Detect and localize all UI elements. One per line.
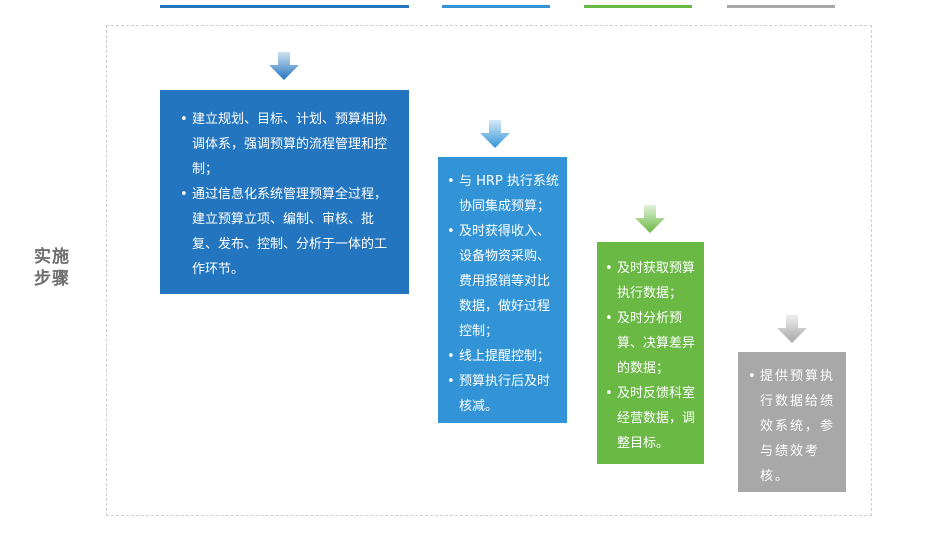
stage4-list: 提供预算执行数据给绩效系统，参与绩效考核。 xyxy=(748,364,840,489)
side-label: 实施 步骤 xyxy=(34,246,78,290)
down-arrow-icon xyxy=(777,315,807,343)
list-item: 及时获取预算执行数据； xyxy=(605,256,698,306)
stage3-top-bar xyxy=(584,5,692,8)
stage4-top-bar xyxy=(727,5,835,8)
list-item: 预算执行后及时核减。 xyxy=(447,369,559,419)
list-item: 及时反馈科室经营数据，调整目标。 xyxy=(605,381,698,456)
down-arrow-icon xyxy=(635,205,665,233)
list-item: 及时分析预算、决算差异的数据； xyxy=(605,306,698,381)
list-item: 及时获得收入、设备物资采购、费用报销等对比数据，做好过程控制； xyxy=(447,219,559,344)
stage2-top-bar xyxy=(442,5,550,8)
stage3-list: 及时获取预算执行数据； 及时分析预算、决算差异的数据； 及时反馈科室经营数据，调… xyxy=(605,256,698,456)
list-item: 建立规划、目标、计划、预算相协调体系，强调预算的流程管理和控制； xyxy=(180,107,395,182)
list-item: 与 HRP 执行系统协同集成预算； xyxy=(447,169,559,219)
stage2-box: 与 HRP 执行系统协同集成预算； 及时获得收入、设备物资采购、费用报销等对比数… xyxy=(438,157,567,423)
side-label-line2: 步骤 xyxy=(34,269,70,289)
stage3-box: 及时获取预算执行数据； 及时分析预算、决算差异的数据； 及时反馈科室经营数据，调… xyxy=(597,242,704,464)
down-arrow-icon xyxy=(269,52,299,80)
side-label-line1: 实施 xyxy=(34,247,70,267)
stage1-list: 建立规划、目标、计划、预算相协调体系，强调预算的流程管理和控制； 通过信息化系统… xyxy=(180,107,395,282)
list-item: 通过信息化系统管理预算全过程，建立预算立项、编制、审核、批复、发布、控制、分析于… xyxy=(180,182,395,282)
stage1-top-bar xyxy=(160,5,409,8)
dashed-frame xyxy=(106,25,872,516)
stage2-list: 与 HRP 执行系统协同集成预算； 及时获得收入、设备物资采购、费用报销等对比数… xyxy=(447,169,559,419)
list-item: 线上提醒控制； xyxy=(447,344,559,369)
stage4-box: 提供预算执行数据给绩效系统，参与绩效考核。 xyxy=(738,352,846,492)
list-item: 提供预算执行数据给绩效系统，参与绩效考核。 xyxy=(748,364,840,489)
down-arrow-icon xyxy=(480,120,510,148)
stage1-box: 建立规划、目标、计划、预算相协调体系，强调预算的流程管理和控制； 通过信息化系统… xyxy=(160,90,409,294)
